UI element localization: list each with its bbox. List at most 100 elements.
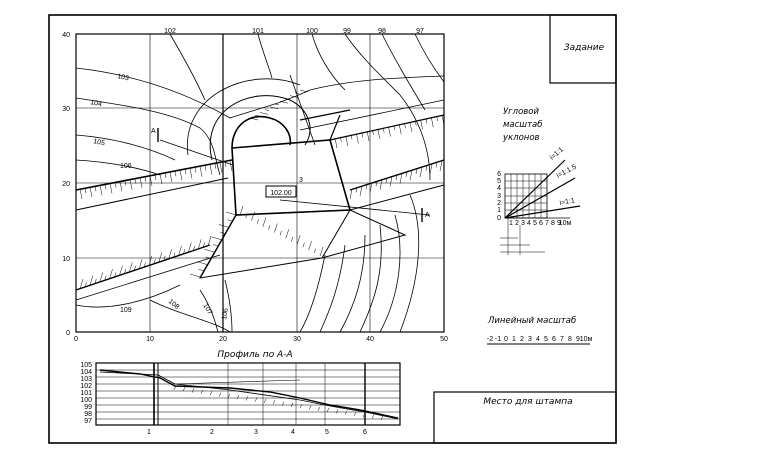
profile-frame — [95, 362, 401, 426]
contour-label: 108 — [167, 298, 181, 311]
section-mark-a-left: А — [151, 128, 159, 142]
linear-scale-label: 10м — [580, 336, 593, 343]
profile-level-label: 99 — [84, 404, 92, 411]
slope-col-label: 6 — [539, 220, 543, 227]
slope-col-label: 4 — [527, 220, 531, 227]
contour-label: 98 — [378, 28, 386, 35]
contour-label: 109 — [120, 307, 132, 314]
linear-scale-label: 1 — [512, 336, 516, 343]
contour-label: 106 — [120, 163, 132, 170]
section-mark-a-right: А — [421, 208, 430, 222]
level-mark: 102.00 — [270, 190, 292, 197]
svg-text:А: А — [151, 128, 156, 135]
y-tick-label: 40 — [62, 32, 70, 39]
sheet-frame — [48, 14, 617, 444]
x-tick-label: 20 — [219, 336, 227, 343]
slope-col-label: 9 — [557, 220, 561, 227]
contour-label: 106 — [221, 308, 230, 321]
slope-col-label: 5 — [533, 220, 537, 227]
y-tick-label: 0 — [66, 330, 70, 337]
contour-label: 105 — [93, 138, 106, 147]
profile-grid — [96, 363, 400, 425]
slope-row-label: 0 — [497, 215, 501, 222]
profile-level-label: 102 — [80, 383, 92, 390]
contour-label: 107 — [201, 303, 213, 317]
slope-col-label: 10м — [559, 220, 572, 227]
linear-scale-label: 2 — [520, 336, 524, 343]
contour-label: 102 — [164, 28, 176, 35]
slope-col-label: 8 — [551, 220, 555, 227]
x-tick-label: 40 — [366, 336, 374, 343]
y-tick-label: 30 — [62, 106, 70, 113]
point-mark: 3 — [299, 177, 303, 184]
x-tick-label: 0 — [74, 336, 78, 343]
contour-label: 97 — [416, 28, 424, 35]
contour-label: 99 — [343, 28, 351, 35]
profile-section: Профиль по А-А 105104103102101100999897 … — [80, 350, 401, 436]
plan-view: 0 10 20 30 40 50 0 10 20 30 40 — [62, 28, 448, 343]
linear-scale-label: -1 — [495, 336, 501, 343]
slope-row-label: 1 — [497, 207, 501, 214]
assignment-box — [549, 14, 617, 84]
slope-row-label: 3 — [497, 193, 501, 200]
stamp-label: Место для штампа — [483, 397, 572, 407]
x-tick-label: 30 — [293, 336, 301, 343]
linear-scale-label: 3 — [528, 336, 532, 343]
linear-scale-label: 8 — [568, 336, 572, 343]
linear-scale-title: Линейный масштаб — [487, 316, 576, 326]
stamp-box — [433, 391, 617, 444]
profile-point-label: 1 — [147, 429, 151, 436]
contour-lines — [75, 33, 445, 333]
profile-hatching — [173, 385, 384, 421]
profile-point-label: 3 — [254, 429, 258, 436]
linear-scale-label: 5 — [544, 336, 548, 343]
profile-level-label: 97 — [84, 418, 92, 425]
profile-level-label: 100 — [80, 397, 92, 404]
contour-label: 100 — [306, 28, 318, 35]
slope-row-label: 6 — [497, 171, 501, 178]
x-axis-ticks: 0 10 20 30 40 50 — [74, 336, 448, 343]
slope-scale-title-2: масштаб — [503, 120, 542, 130]
x-tick-label: 50 — [440, 336, 448, 343]
y-axis-ticks: 0 10 20 30 40 — [62, 32, 70, 337]
linear-scale-label: 4 — [536, 336, 540, 343]
y-tick-label: 10 — [62, 256, 70, 263]
slope-scale-grid — [500, 159, 581, 255]
x-tick-label: 10 — [146, 336, 154, 343]
linear-scale-label: 0 — [504, 336, 508, 343]
y-tick-label: 20 — [62, 181, 70, 188]
profile-level-label: 105 — [80, 362, 92, 369]
slope-scale-title-3: уклонов — [502, 133, 540, 143]
slope-col-label: 3 — [521, 220, 525, 227]
level-mark-box — [265, 185, 297, 198]
slope-row-label: 5 — [497, 178, 501, 185]
linear-scale-label: -2 — [487, 336, 493, 343]
profile-level-label: 101 — [80, 390, 92, 397]
profile-point-label: 6 — [363, 429, 367, 436]
slope-scale-title-1: Угловой — [503, 107, 539, 117]
profile-point-label: 4 — [291, 429, 295, 436]
slope-col-label: 1 — [509, 220, 513, 227]
slope-hatching — [79, 89, 445, 290]
slope-row-label: 4 — [497, 185, 501, 192]
earthworks — [75, 74, 445, 301]
profile-lines — [99, 369, 399, 420]
slope-col-label: 7 — [545, 220, 549, 227]
slope-col-label: 2 — [515, 220, 519, 227]
profile-level-label: 103 — [80, 376, 92, 383]
linear-scale-label: 6 — [552, 336, 556, 343]
profile-point-label: 5 — [325, 429, 329, 436]
contour-label: 104 — [90, 99, 103, 108]
svg-text:А: А — [425, 212, 430, 219]
profile-title: Профиль по А-А — [217, 350, 292, 360]
